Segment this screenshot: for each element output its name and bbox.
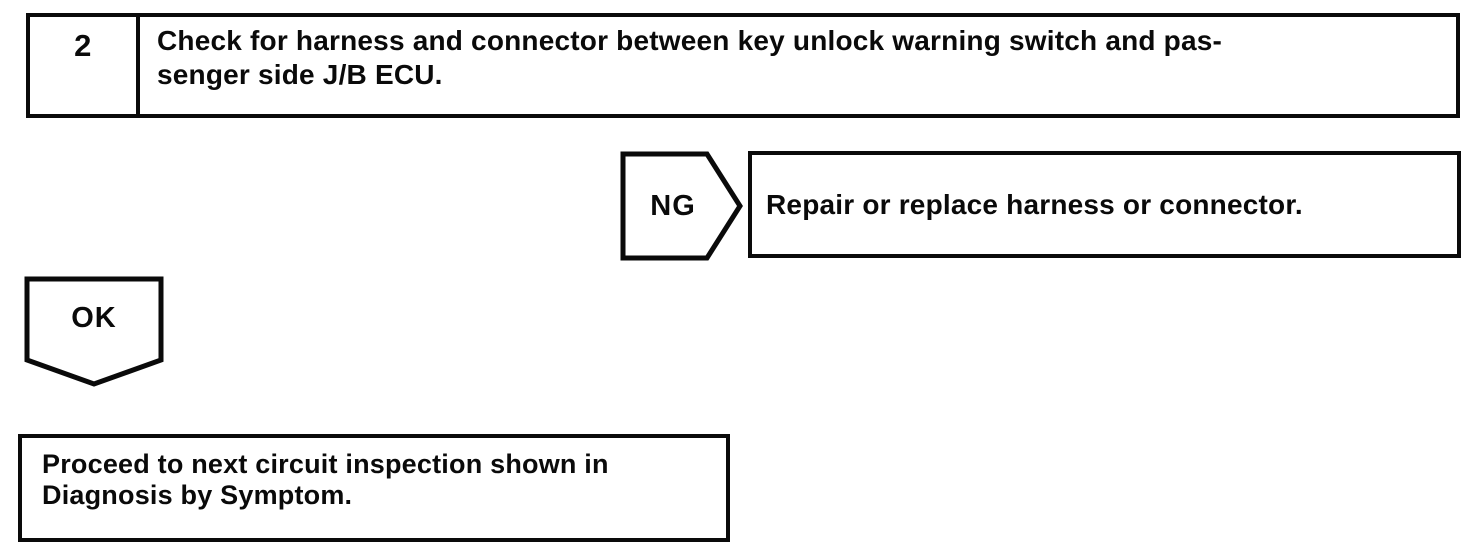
ng-pentagon-arrow-icon	[620, 151, 743, 261]
proceed-action-box: Proceed to next circuit inspection shown…	[18, 434, 730, 542]
step-instruction-line-2: senger side J/B ECU.	[157, 59, 443, 90]
ok-connector: OK	[24, 276, 164, 388]
ok-pentagon-arrow-icon	[24, 276, 164, 387]
repair-action-box: Repair or replace harness or connector.	[748, 151, 1461, 258]
step-number-cell: 2	[30, 17, 140, 114]
step-instruction-line-1: Check for harness and connector between …	[157, 25, 1223, 56]
ng-label: NG	[650, 190, 696, 222]
step-instruction: Check for harness and connector between …	[140, 17, 1456, 114]
ng-connector: NG	[620, 151, 744, 261]
proceed-action-line-1: Proceed to next circuit inspection shown…	[42, 449, 609, 479]
repair-action-text: Repair or replace harness or connector.	[766, 188, 1303, 220]
ok-label: OK	[71, 302, 117, 334]
proceed-action-line-2: Diagnosis by Symptom.	[42, 480, 353, 510]
step-number: 2	[74, 28, 92, 63]
step-box: 2 Check for harness and connector betwee…	[26, 13, 1460, 118]
